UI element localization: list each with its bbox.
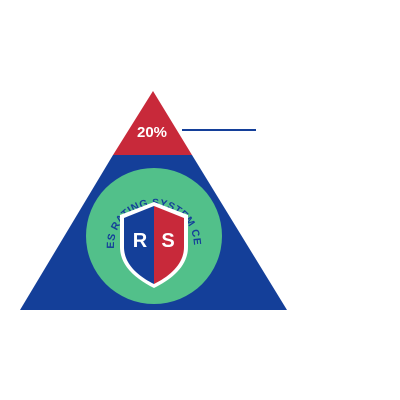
shield-icon: R S [120, 202, 188, 288]
shield-letter-r: R [133, 230, 148, 252]
shield-letter-s: S [161, 230, 174, 252]
pyramid-top-section [113, 91, 192, 155]
callout-text: Top 20% [272, 118, 358, 143]
pyramid-top-label: 20% [137, 124, 167, 141]
